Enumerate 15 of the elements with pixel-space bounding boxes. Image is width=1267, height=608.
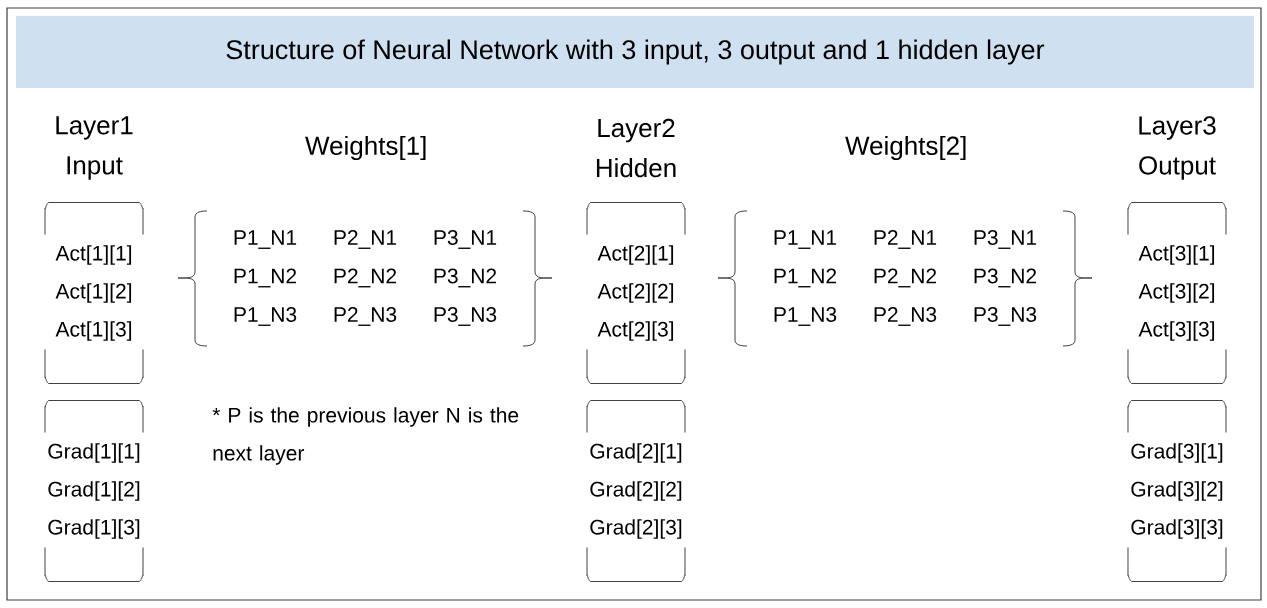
column-heading: Layer1 Input [56,116,133,180]
matrix-brace: P1_N1 P2_N1 P3_N1 P1_N2 P2_N2 P3_N2 P1_N3 P2_N3 P3_N3 [177,210,553,347]
vector-bracket: Act[3][1] Act[3][2] Act[3][3] [1127,202,1227,384]
matrix-brace: P1_N1 P2_N1 P3_N1 P1_N2 P2_N2 P3_N2 P1_N3 P2_N3 P3_N3 [717,210,1093,347]
title-banner: Structure of Neural Network with 3 input, 3 output and 1 hidden layer [16,16,1254,88]
column-heading: Weights[2] [845,135,966,161]
vector-bracket: Grad[1][1] Grad[1][2] Grad[1][3] [44,400,144,582]
column-heading: Layer3 Output [1139,116,1216,180]
column-heading: Weights[1] [305,135,426,161]
vector-bracket: Act[2][1] Act[2][2] Act[2][3] [586,202,686,384]
vector-bracket: Act[1][1] Act[1][2] Act[1][3] [44,202,144,384]
vector-bracket: Grad[3][1] Grad[3][2] Grad[3][3] [1127,400,1227,582]
footnote: * P is the previous layer N is the next layer [212,407,519,465]
vector-bracket: Grad[2][1] Grad[2][2] Grad[2][3] [586,400,686,582]
column-heading: Layer2 Hidden [596,118,676,178]
